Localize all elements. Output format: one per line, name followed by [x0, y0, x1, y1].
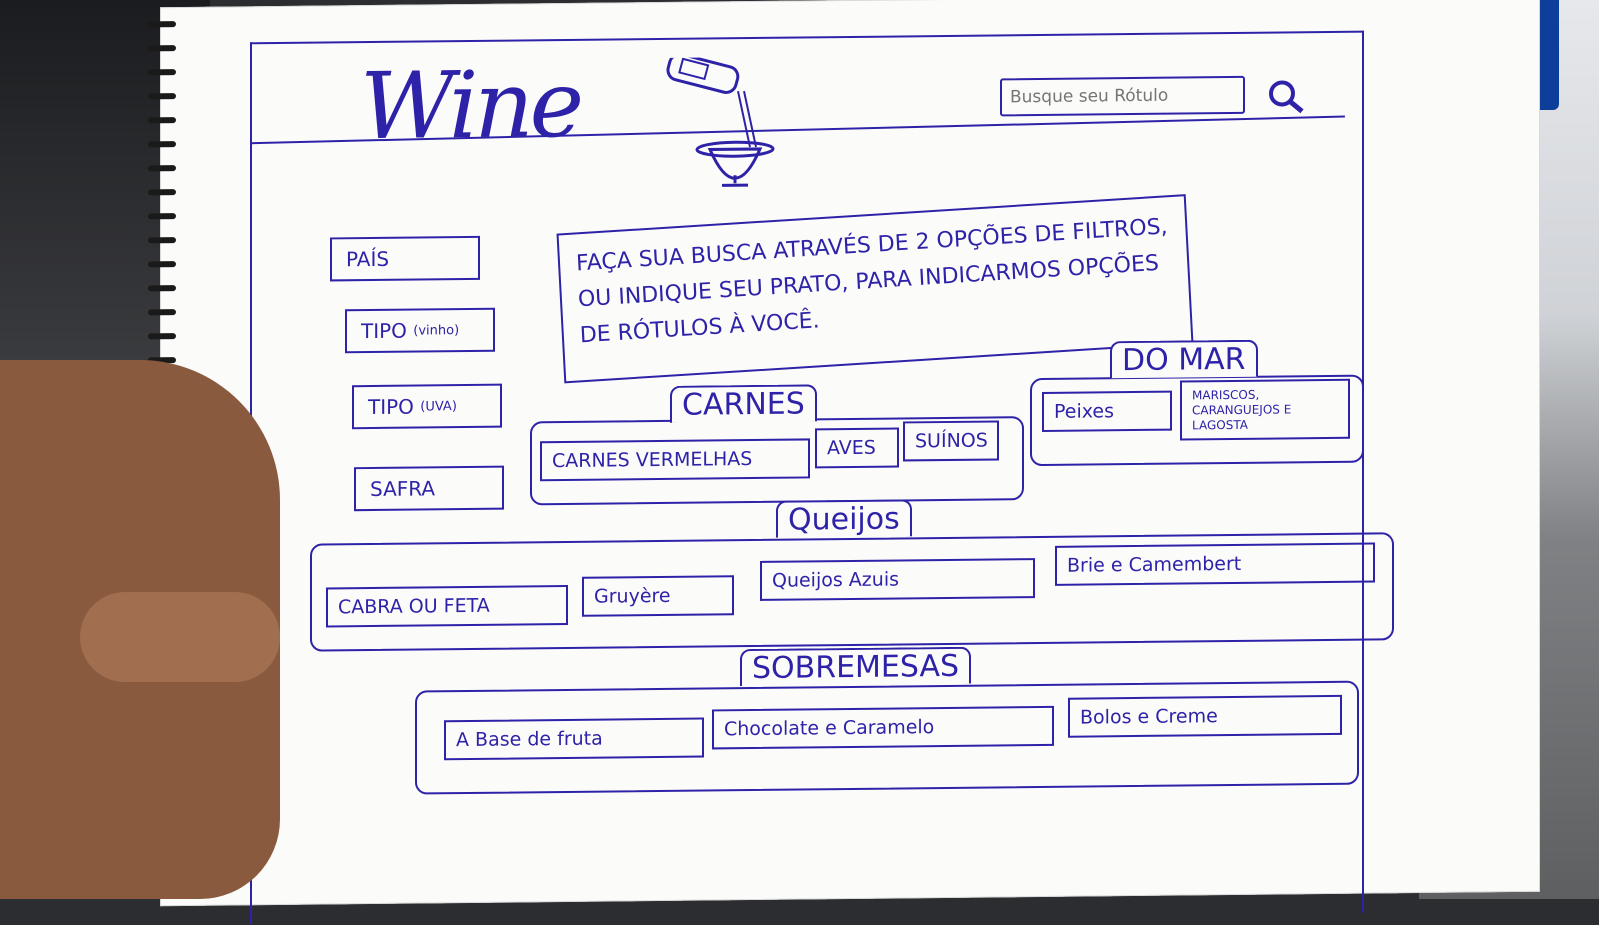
search-input[interactable] [1000, 76, 1245, 117]
intro-text: FAÇA SUA BUSCA ATRAVÉS DE 2 OPÇÕES DE FI… [575, 214, 1168, 348]
chip-brie-e-camembert[interactable]: Brie e Camembert [1055, 543, 1375, 586]
chip-suinos[interactable]: SUÍNOS [903, 420, 999, 461]
category-label-carnes: CARNES [670, 384, 817, 423]
filter-pais-label: PAÍS [346, 247, 389, 271]
category-label-do-mar: DO MAR [1110, 340, 1258, 379]
chip-aves[interactable]: AVES [815, 427, 899, 468]
chip-chocolate-e-caramelo[interactable]: Chocolate e Caramelo [712, 706, 1054, 750]
filter-tipo-vinho-button[interactable]: TIPO (vinho) [345, 308, 495, 354]
spiral-ring [148, 117, 176, 123]
filter-safra-button[interactable]: SAFRA [354, 466, 504, 512]
spiral-ring [148, 213, 176, 219]
spiral-ring [148, 165, 176, 171]
category-label-queijos: Queijos [776, 499, 912, 537]
thumb [80, 592, 280, 682]
spiral-ring [148, 261, 176, 267]
spiral-ring [148, 45, 176, 51]
filter-tipo-label: TIPO [361, 319, 407, 343]
chip-bolos-e-creme[interactable]: Bolos e Creme [1068, 695, 1342, 738]
category-label-sobremesas: SOBREMESAS [740, 647, 971, 686]
search-icon[interactable] [1266, 77, 1306, 117]
spiral-ring [148, 285, 176, 291]
spiral-ring [148, 333, 176, 339]
logo[interactable]: Wine [360, 51, 580, 160]
wine-bottle-icon [666, 57, 740, 96]
filter-tipo-uva-button[interactable]: TIPO (UVA) [352, 384, 502, 430]
spiral-ring [148, 141, 176, 147]
spiral-ring [148, 21, 176, 27]
filter-safra-label: SAFRA [370, 476, 435, 501]
filter-tipo-sub-label: (UVA) [420, 399, 457, 414]
chip-carnes-vermelhas[interactable]: CARNES VERMELHAS [540, 438, 810, 481]
filter-tipo-label: TIPO [368, 395, 414, 419]
chip-gruyere[interactable]: Gruyère [582, 575, 734, 617]
spiral-ring [148, 237, 176, 243]
spiral-ring [148, 93, 176, 99]
wine-glass-icon [660, 57, 780, 188]
spiral-ring [148, 309, 176, 315]
chip-peixes[interactable]: Peixes [1042, 391, 1172, 432]
filter-tipo-sub-label: (vinho) [413, 323, 459, 338]
spiral-ring [148, 189, 176, 195]
sketch-paper: Wine PAÍS TIPO (vinho) TIPO (UVA) SAFRA … [160, 0, 1540, 906]
chip-mariscos[interactable]: MARISCOS, CARANGUEJOS E LAGOSTA [1180, 379, 1350, 441]
filter-pais-button[interactable]: PAÍS [330, 236, 480, 282]
spiral-ring [148, 69, 176, 75]
chip-a-base-de-fruta[interactable]: A Base de fruta [444, 718, 704, 761]
chip-cabra-ou-feta[interactable]: CABRA OU FETA [326, 585, 568, 628]
chip-queijos-azuis[interactable]: Queijos Azuis [760, 558, 1035, 601]
